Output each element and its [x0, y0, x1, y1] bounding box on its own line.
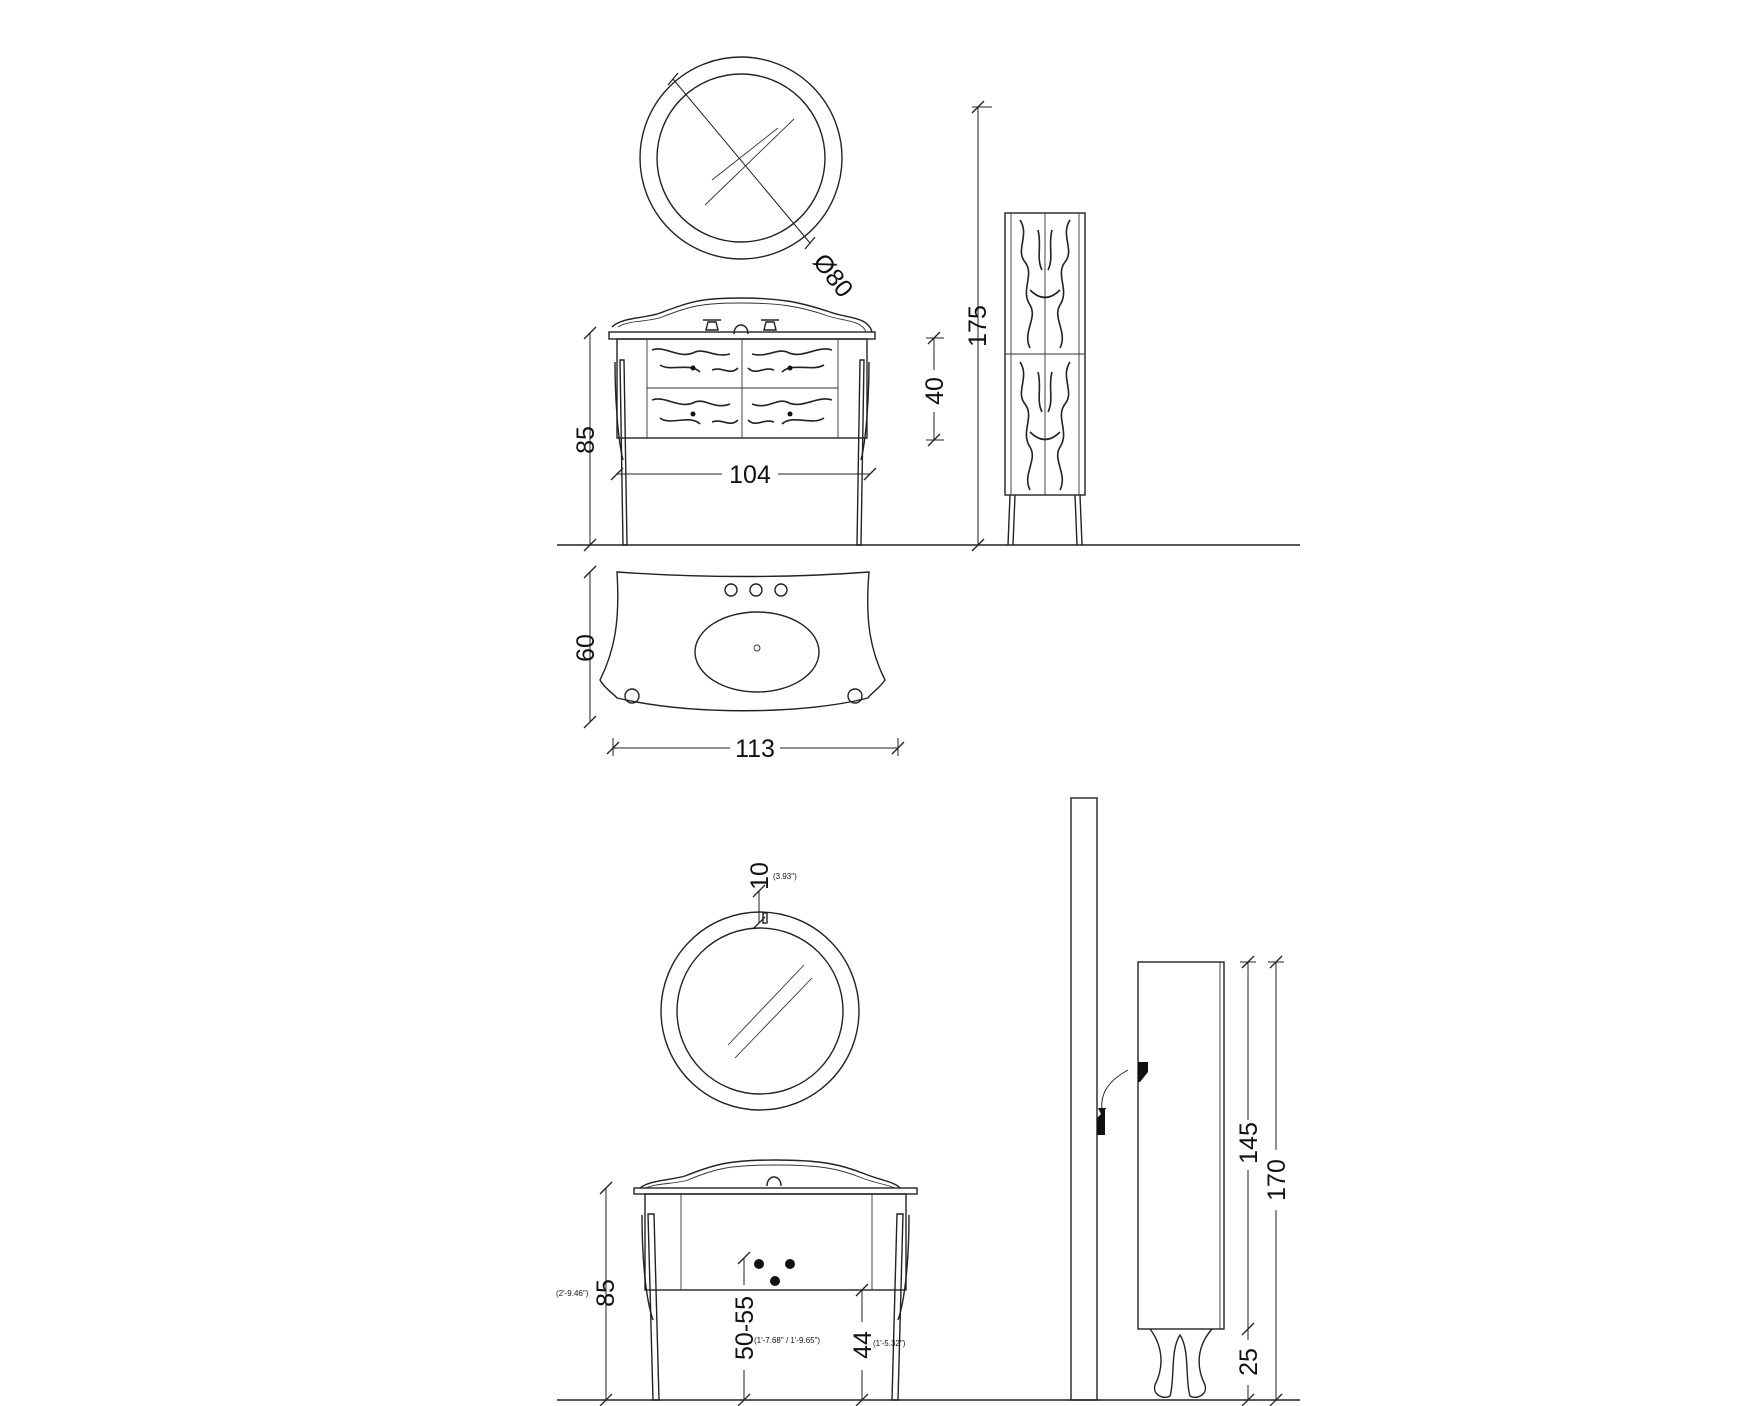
vanity-height-bottom-dim: 85 (2'-9.46") [556, 1181, 620, 1406]
mirror-diameter-label: Ø80 [807, 248, 858, 302]
svg-text:50-55: 50-55 [731, 1296, 759, 1360]
svg-text:170: 170 [1263, 1159, 1291, 1201]
svg-text:44: 44 [849, 1331, 877, 1359]
svg-text:175: 175 [964, 305, 992, 347]
vanity-front [608, 297, 876, 546]
vanity-width-dim: 104 [610, 461, 877, 489]
column-total-height-dim: 170 [1263, 955, 1291, 1406]
svg-text:85: 85 [572, 426, 600, 454]
svg-text:113: 113 [735, 735, 775, 763]
svg-text:(2'-9.46"): (2'-9.46") [556, 1289, 589, 1298]
basin-top-plan [599, 571, 886, 712]
leg-height-dim: 44 (1'-5.32") [849, 1283, 906, 1406]
top-depth-dim: 60 [572, 565, 600, 729]
svg-text:25: 25 [1235, 1348, 1263, 1376]
top-width-dim: 113 [606, 735, 905, 763]
mirror-bottom [660, 911, 860, 1111]
column-height-top-dim: 175 [964, 100, 992, 552]
column-cabinet-front [1004, 212, 1086, 546]
svg-text:145: 145 [1235, 1122, 1263, 1164]
svg-text:(1'-7.68" / 1'-9.65"): (1'-7.68" / 1'-9.65") [754, 1336, 820, 1345]
vanity-open-front [633, 1159, 918, 1401]
column-foot-height-dim: 25 [1235, 1329, 1263, 1406]
svg-text:85: 85 [592, 1279, 620, 1307]
svg-text:104: 104 [729, 461, 771, 489]
svg-text:40: 40 [921, 377, 949, 405]
mirror-gap-dim: 10 (3.93") [746, 862, 797, 930]
column-body-height-dim: 145 [1235, 955, 1263, 1336]
mirror-top: Ø80 [639, 56, 858, 303]
column-cabinet-side [1097, 961, 1225, 1399]
drain-height-dim: 50-55 (1'-7.68" / 1'-9.65") [731, 1251, 820, 1406]
wall-section [1070, 797, 1098, 1401]
svg-text:10: 10 [746, 862, 774, 890]
vanity-height-top-dim: 85 [572, 326, 600, 552]
svg-text:(3.93"): (3.93") [773, 872, 797, 881]
drawer-height-dim: 40 [921, 331, 949, 447]
svg-text:(1'-5.32"): (1'-5.32") [873, 1339, 906, 1348]
svg-text:60: 60 [572, 634, 600, 662]
